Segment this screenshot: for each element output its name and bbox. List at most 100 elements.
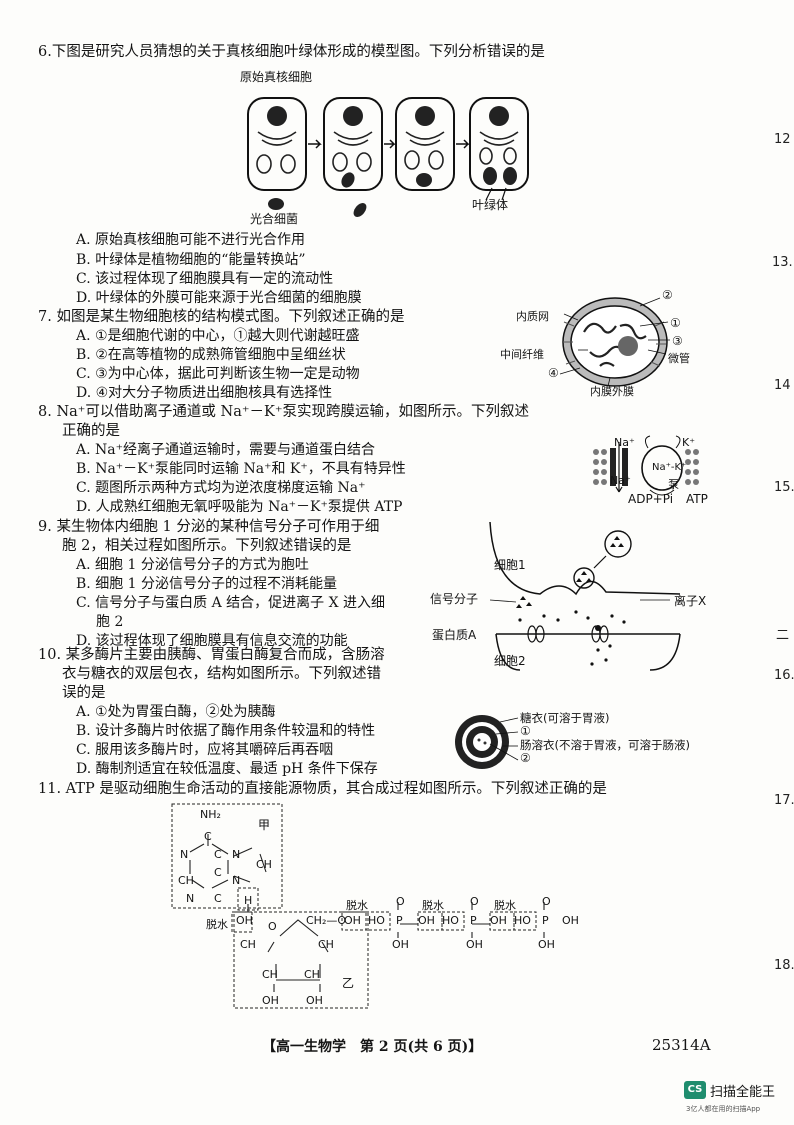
q11-atom-n1: N (180, 848, 189, 861)
q7-stem: 7. 如图是某生物细胞核的结构模式图。下列叙述正确的是 (38, 309, 405, 325)
q9-option-b: B. 细胞 1 分泌信号分子的过程不消耗能量 (76, 576, 337, 592)
q9-option-c: C. 信号分子与蛋白质 A 结合，促进离子 X 进入细 (76, 595, 385, 611)
q11-o-3: O (542, 895, 551, 908)
q11-label-yi: 乙 (342, 976, 355, 990)
q9-label-cell1: 细胞1 (494, 558, 526, 572)
q6-diagram (247, 97, 529, 217)
q7-option-d: D. ④对大分子物质进出细胞核具有选择性 (76, 385, 333, 401)
margin-num-13: 13. (772, 255, 793, 270)
margin-num-section-2: 二 (776, 628, 790, 643)
q9-option-a: A. 细胞 1 分泌信号分子的方式为胞吐 (76, 557, 309, 573)
q11-atom-c4: C (214, 892, 222, 905)
q7-option-b: B. ②在高等植物的成熟筛管细胞中呈细丝状 (76, 347, 346, 363)
q9-stem-line1: 9. 某生物体内细胞 1 分泌的某种信号分子可作用于细 (38, 519, 380, 535)
q11-dehydrate-3: 脱水 (422, 899, 444, 912)
q8-stem-line1: 8. Na⁺可以借助离子通道或 Na⁺－K⁺泵实现跨膜运输，如图所示。下列叙述 (38, 404, 530, 420)
q8-option-c: C. 题图所示两种方式均为逆浓度梯度运输 Na⁺ (76, 480, 366, 496)
q11-ch2o: CH₂—O (306, 914, 347, 927)
q8-option-d: D. 人成熟红细胞无氧呼吸能为 Na⁺－K⁺泵提供 ATP (76, 499, 403, 515)
q7-label-4: ④ (548, 366, 559, 380)
q11-atom-o-ring: O (268, 920, 277, 933)
margin-num-12: 12 (774, 132, 791, 147)
q10-stem-line1: 10. 某多酶片主要由胰酶、胃蛋白酶复合而成，含肠溶 (38, 647, 385, 663)
q11-atom-ch1: CH (178, 874, 194, 887)
q8-label-atp: ATP (686, 492, 708, 506)
q7-label-microtubule: 微管 (668, 352, 690, 365)
margin-num-16: 16. (774, 668, 794, 683)
margin-num-15: 15. (774, 480, 794, 495)
watermark-subtitle: 3亿人都在用的扫描App (686, 1105, 761, 1113)
q8-option-b: B. Na⁺－K⁺泵能同时运输 Na⁺和 K⁺，不具有特异性 (76, 461, 406, 477)
q10-tablet-diagram (455, 715, 519, 769)
q11-oh-5: OH (466, 938, 483, 951)
q11-oh-1: OH (236, 914, 253, 927)
footer-code: 25314A (652, 1036, 711, 1054)
q11-ho-2: HO (442, 914, 459, 927)
q9-label-cell2: 细胞2 (494, 654, 526, 668)
q11-label-jia: 甲 (258, 818, 271, 832)
q6-option-b: B. 叶绿体是植物细胞的“能量转换站” (76, 252, 306, 268)
q10-label-1: ① (520, 724, 531, 738)
q8-label-pump-name: Na⁺-K⁺ (652, 462, 687, 473)
q9-option-c-cont: 胞 2 (96, 614, 124, 630)
q10-option-b: B. 设计多酶片时依据了酶作用条件较温和的特性 (76, 723, 376, 739)
q11-ch-ring-2: CH (318, 938, 334, 951)
q9-label-signal: 信号分子 (430, 592, 479, 606)
q11-atp-structure (171, 803, 545, 1009)
q8-label-k-top: K⁺ (682, 436, 696, 449)
q11-atom-ch2: CH (256, 858, 272, 871)
q7-leader-lines (559, 297, 670, 387)
q10-label-2: ② (520, 751, 531, 765)
q6-option-c: C. 该过程体现了细胞膜具有一定的流动性 (76, 271, 334, 287)
q7-label-er: 内质网 (516, 310, 549, 323)
watermark-name: 扫描全能王 (710, 1085, 776, 1100)
q11-stem: 11. ATP 是驱动细胞生命活动的直接能源物质，其合成过程如图所示。下列叙述正… (38, 781, 607, 797)
q7-option-c: C. ③为中心体，据此可判断该生物一定是动物 (76, 366, 360, 382)
q6-option-a: A. 原始真核细胞可能不进行光合作用 (76, 232, 306, 248)
q11-oh-2: OH (344, 914, 361, 927)
q7-option-a: A. ①是细胞代谢的中心，①越大则代谢越旺盛 (76, 328, 360, 344)
q11-nh2: NH₂ (200, 808, 221, 821)
q8-label-na-bottom: Na⁺ (610, 474, 631, 487)
q11-oh-7: OH (538, 938, 555, 951)
q7-label-3: ③ (672, 334, 683, 348)
q7-nucleus-diagram (562, 297, 668, 387)
q11-p-2: P (470, 914, 477, 927)
q8-option-a: A. Na⁺经离子通道运输时，需要与通道蛋白结合 (76, 442, 375, 458)
q8-label-pump: 泵 (668, 478, 679, 491)
q9-label-protein-a: 蛋白质A (432, 628, 477, 642)
q11-o-2: O (470, 895, 479, 908)
q10-stem-line2: 衣与糖衣的双层包衣，结构如图所示。下列叙述错 (62, 666, 381, 682)
q11-atom-n3: N (232, 874, 241, 887)
margin-num-18: 18. (774, 958, 794, 973)
q6-label-chloroplast: 叶绿体 (472, 198, 509, 212)
q11-oh-4: OH (418, 914, 435, 927)
q10-label-enteric-coat: 肠溶衣(不溶于胃液，可溶于肠液) (520, 738, 690, 752)
q11-p-1: P (396, 914, 403, 927)
watermark-badge: CS (684, 1081, 706, 1099)
q11-dehydrate-1: 脱水 (206, 918, 228, 931)
q10-label-sugar-coat: 糖衣(可溶于胃液) (520, 711, 610, 725)
q11-atom-n4: N (186, 892, 195, 905)
margin-num-14: 14 (774, 378, 791, 393)
q10-option-d: D. 酶制剂适宜在较低温度、最适 pH 条件下保存 (76, 761, 378, 777)
q6-stem: 6.下图是研究人员猜想的关于真核细胞叶绿体形成的模型图。下列分析错误的是 (38, 44, 545, 60)
q6-option-d: D. 叶绿体的外膜可能来源于光合细菌的细胞膜 (76, 290, 362, 306)
q11-o-1: O (396, 895, 405, 908)
q11-atom-c3: C (214, 866, 222, 879)
q6-label-bacterium: 光合细菌 (250, 212, 299, 226)
q9-option-d: D. 该过程体现了细胞膜具有信息交流的功能 (76, 633, 348, 649)
q6-label-original: 原始真核细胞 (240, 70, 313, 84)
q7-label-membranes: 内膜外膜 (590, 385, 634, 398)
q11-oh-3: OH (392, 938, 409, 951)
q7-label-2: ② (662, 288, 673, 302)
q11-p-3: P (542, 914, 549, 927)
footer-page-info: 【高一生物学 第 2 页(共 6 页)】 (262, 1039, 483, 1055)
q7-label-1: ① (670, 316, 681, 330)
q9-signal-diagram (489, 521, 681, 671)
q11-dehydrate-2: 脱水 (346, 899, 368, 912)
q11-oh-ring-2: OH (306, 994, 323, 1007)
q11-atom-c1: C (204, 830, 212, 843)
q8-membrane-diagram (593, 435, 699, 496)
margin-num-17: 17. (774, 793, 794, 808)
